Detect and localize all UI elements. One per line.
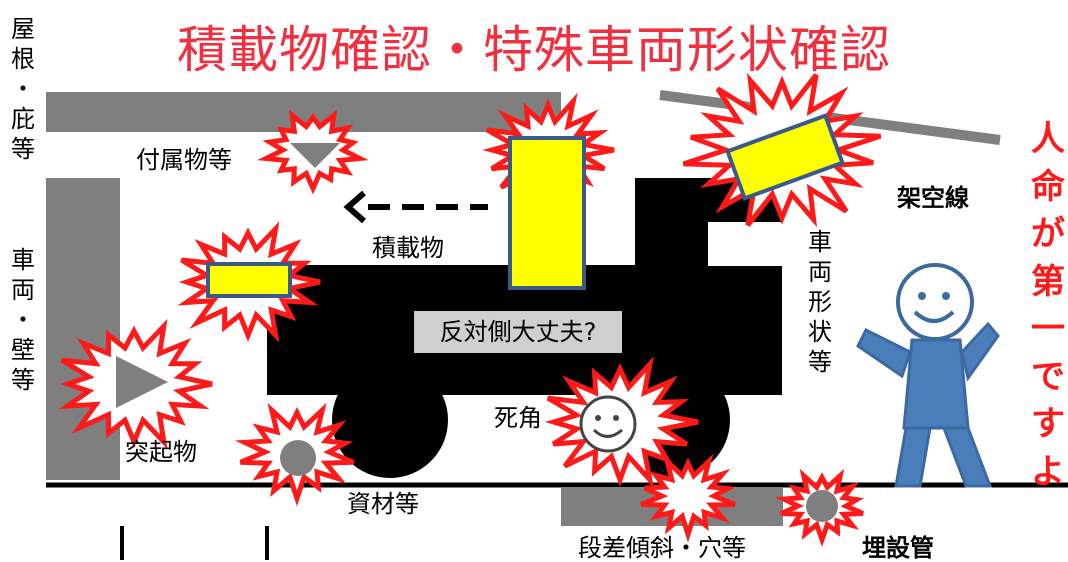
label-wall-4: 壁 [11, 336, 35, 364]
person-left-arm [856, 327, 912, 379]
human-life-6: で [1031, 356, 1065, 397]
label-vehicle-shape-5: 等 [808, 348, 832, 376]
label-wall-5: 等 [11, 366, 35, 394]
label-roof-1: 屋 [11, 15, 35, 43]
label-wall-2: 両 [11, 276, 35, 304]
cargo-direction-arrow [343, 190, 488, 224]
human-life-banner: 人命が第一ですよ [1028, 116, 1068, 496]
buried-pipe-ball [806, 490, 838, 522]
label-protrusion: 突起物 [125, 438, 197, 466]
cargo-on-wire [725, 113, 845, 201]
label-vehicle-shape-3: 形 [808, 288, 832, 316]
label-wall: 車両・壁等 [8, 245, 38, 395]
human-life-3: が [1031, 214, 1065, 254]
other-side-note: 反対側大丈夫? [414, 311, 622, 353]
human-life-7: す [1031, 404, 1065, 444]
person-figure [856, 263, 1000, 488]
burst-hole [640, 453, 737, 543]
side-cargo-item [206, 262, 292, 298]
person-left-leg [894, 426, 932, 488]
person-head [896, 263, 974, 341]
label-wall-3: ・ [11, 306, 35, 334]
human-life-8: よ [1031, 451, 1065, 492]
label-roof-3: ・ [11, 75, 35, 103]
wheel-rear [332, 362, 448, 478]
page-title: 積載物確認・特殊車両形状確認 [177, 21, 891, 79]
person-torso [902, 338, 970, 430]
human-life-2: 命 [1031, 166, 1065, 207]
label-steps: 段差傾斜・穴等 [578, 534, 746, 562]
label-vehicle-shape-2: 両 [808, 258, 832, 286]
label-blind-spot: 死角 [494, 404, 542, 432]
label-vehicle-shape-1: 車 [808, 228, 832, 256]
human-life-5: 一 [1031, 309, 1065, 349]
label-vehicle-shape-4: 状 [808, 318, 832, 346]
cargo-item [508, 136, 586, 290]
label-roof-5: 等 [11, 135, 35, 163]
protrusion-triangle [116, 356, 168, 408]
label-wall-1: 車 [11, 246, 35, 274]
label-overhead-wire: 架空線 [897, 184, 969, 212]
material-ball [280, 440, 316, 476]
label-roof: 屋根・庇等 [8, 14, 38, 164]
vehicle-window [708, 222, 782, 266]
label-buried-pipe: 埋設管 [862, 534, 934, 562]
person-right-arm [960, 321, 1000, 382]
human-life-1: 人 [1031, 119, 1065, 159]
label-accessories: 付属物等 [136, 146, 232, 174]
label-roof-4: 庇 [11, 105, 35, 133]
label-cargo: 積載物 [372, 234, 444, 262]
blind-spot-face [579, 395, 637, 453]
label-materials: 資材等 [347, 490, 419, 518]
accessory-triangle [290, 143, 340, 168]
label-vehicle-shape: 車両形状等 [805, 227, 835, 377]
person-right-leg [941, 426, 993, 488]
label-roof-2: 根 [11, 45, 35, 73]
human-life-4: 第 [1031, 261, 1065, 302]
